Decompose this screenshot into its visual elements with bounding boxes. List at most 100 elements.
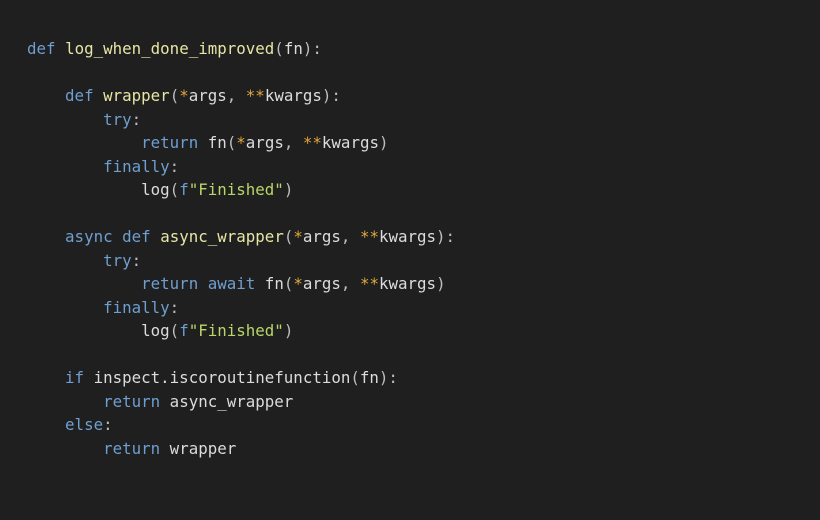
code-line: log(f"Finished") xyxy=(27,319,455,343)
code-token: ** xyxy=(245,86,265,105)
code-token: async xyxy=(65,227,113,246)
code-token: args xyxy=(302,227,341,246)
code-token: : xyxy=(131,250,142,270)
code-token: kwargs xyxy=(378,227,437,246)
code-token: async_wrapper xyxy=(160,391,294,411)
code-token: log_when_done_improved xyxy=(65,39,275,58)
code-token: try xyxy=(103,250,132,270)
code-token: ( xyxy=(226,133,237,152)
code-token: , xyxy=(340,227,360,246)
code-token: "Finished" xyxy=(188,180,284,199)
code-line: return await fn(*args, **kwargs) xyxy=(27,272,455,296)
code-token: * xyxy=(293,274,303,293)
code-token: f xyxy=(179,180,189,199)
code-token: return xyxy=(103,438,161,458)
code-token: , xyxy=(226,86,246,105)
code-token: ) xyxy=(283,321,294,340)
code-token: fn xyxy=(198,133,227,152)
code-token: ): xyxy=(302,39,322,58)
code-line xyxy=(27,343,455,367)
code-token: finally xyxy=(103,297,170,317)
code-token: ( xyxy=(169,86,180,105)
code-token: await xyxy=(207,274,256,293)
code-token: inspect.iscoroutinefunction xyxy=(84,368,351,387)
code-token: ** xyxy=(302,133,322,152)
code-token xyxy=(27,392,103,411)
code-token xyxy=(27,133,141,152)
code-token: args xyxy=(245,133,284,152)
code-token: * xyxy=(293,227,303,246)
code-token: finally xyxy=(103,156,170,176)
code-token: return xyxy=(141,133,199,152)
code-line: try: xyxy=(27,249,455,273)
code-token: ** xyxy=(359,274,379,293)
code-token xyxy=(27,251,103,270)
code-token: , xyxy=(283,133,303,152)
code-line: def log_when_done_improved(fn): xyxy=(27,37,455,61)
code-token xyxy=(113,227,123,246)
code-token: log xyxy=(27,180,170,199)
code-token: ( xyxy=(169,321,180,340)
code-token: if xyxy=(65,368,85,387)
code-line: log(f"Finished") xyxy=(27,178,455,202)
code-token: * xyxy=(179,86,189,105)
code-token: fn xyxy=(359,368,379,387)
code-token: ) xyxy=(283,180,294,199)
code-token: : xyxy=(169,156,180,176)
code-token: , xyxy=(340,274,360,293)
code-token: fn xyxy=(283,39,303,58)
code-token xyxy=(56,39,66,58)
code-token: ): xyxy=(321,86,341,105)
code-token: kwargs xyxy=(321,133,379,152)
code-token: ) xyxy=(378,133,389,152)
code-line: async def async_wrapper(*args, **kwargs)… xyxy=(27,225,455,249)
code-token xyxy=(27,110,103,129)
code-token: : xyxy=(103,415,113,434)
code-token: fn xyxy=(255,274,284,293)
code-token: async_wrapper xyxy=(160,227,284,246)
code-token xyxy=(27,274,141,293)
code-token: ( xyxy=(274,39,284,58)
code-token xyxy=(198,274,208,293)
code-line: return wrapper xyxy=(27,437,455,461)
code-token xyxy=(27,415,65,434)
code-token: ): xyxy=(436,227,456,246)
code-token: log xyxy=(27,321,170,340)
code-token: ) xyxy=(436,274,446,293)
code-token: ** xyxy=(359,227,379,246)
code-token: ( xyxy=(283,227,294,246)
code-token: ( xyxy=(350,368,360,387)
code-token xyxy=(27,86,65,105)
code-token xyxy=(27,368,65,387)
code-line: try: xyxy=(27,108,455,132)
code-token: : xyxy=(169,297,180,317)
code-line: def wrapper(*args, **kwargs): xyxy=(27,84,455,108)
code-token: return xyxy=(141,274,199,293)
code-token: ( xyxy=(283,274,294,293)
code-line xyxy=(27,61,455,85)
code-token: try xyxy=(103,109,132,129)
code-token xyxy=(27,157,103,176)
code-token xyxy=(27,227,65,246)
code-token: ( xyxy=(169,180,180,199)
code-token xyxy=(151,227,161,246)
code-token: def xyxy=(122,227,151,246)
code-token: def xyxy=(65,86,94,105)
code-token xyxy=(27,439,103,458)
code-token: args xyxy=(302,274,341,293)
code-token: f xyxy=(179,321,189,340)
code-line: return fn(*args, **kwargs) xyxy=(27,131,455,155)
code-token: : xyxy=(131,109,142,129)
code-token: else xyxy=(65,415,104,434)
code-line: finally: xyxy=(27,296,455,320)
code-token: args xyxy=(188,86,227,105)
code-token: def xyxy=(27,39,56,58)
code-token: wrapper xyxy=(103,86,170,105)
code-token xyxy=(94,86,104,105)
code-token: return xyxy=(103,391,161,411)
code-line: if inspect.iscoroutinefunction(fn): xyxy=(27,366,455,390)
code-token xyxy=(27,298,103,317)
code-block: def log_when_done_improved(fn): def wrap… xyxy=(27,37,455,460)
code-token: kwargs xyxy=(264,86,322,105)
code-token: wrapper xyxy=(160,438,237,458)
